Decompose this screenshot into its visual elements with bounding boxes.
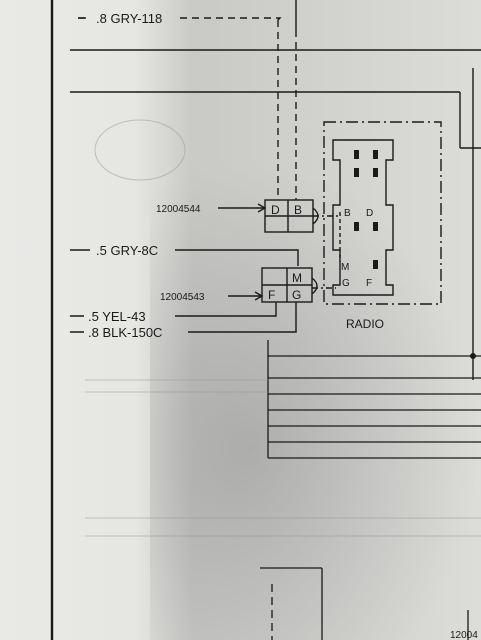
photo-shadow	[150, 160, 481, 640]
splice-dot	[470, 353, 476, 359]
pin-label: F	[268, 288, 275, 302]
pin-label: G	[292, 288, 301, 302]
lower-part-arrow	[254, 291, 264, 301]
gry8c-wire	[70, 249, 299, 266]
radio-pin-cell	[373, 150, 378, 159]
radio-pin-cell	[373, 260, 378, 269]
upper-part-arrow	[257, 203, 267, 213]
radio-housing	[323, 121, 442, 305]
lower-part-number: 12004543	[160, 292, 205, 303]
bottom-right-part-number: 12004	[450, 630, 478, 640]
radio-pin-label: M	[341, 262, 349, 273]
radio-pin-label: F	[366, 278, 372, 289]
wire-label-gry118: .8 GRY-118	[96, 11, 162, 26]
ghost-outline	[94, 119, 186, 181]
radio-label: RADIO	[346, 317, 384, 331]
radio-pin-cell	[354, 222, 359, 231]
yel43-wire	[70, 302, 277, 317]
radio-pin-cell	[354, 150, 359, 159]
radio-pin-cell	[354, 168, 359, 177]
radio-pin-label: G	[342, 278, 350, 289]
upper-part-number: 12004544	[156, 204, 201, 215]
radio-connector-outline	[332, 139, 394, 296]
pin-label: M	[292, 271, 302, 285]
wire-label-gry8c: .5 GRY-8C	[96, 243, 158, 258]
wire-label-blk150c: .8 BLK-150C	[88, 325, 162, 340]
pin-label: B	[294, 203, 302, 217]
radio-pin-label: D	[366, 208, 373, 219]
wire-label-yel43: .5 YEL-43	[88, 309, 146, 324]
lower-connector-latch	[311, 277, 318, 295]
radio-pin-cell	[373, 222, 378, 231]
radio-pin-label: B	[344, 208, 351, 219]
pin-label: D	[271, 203, 280, 217]
blk150c-wire	[70, 302, 297, 333]
radio-pin-cell	[373, 168, 378, 177]
